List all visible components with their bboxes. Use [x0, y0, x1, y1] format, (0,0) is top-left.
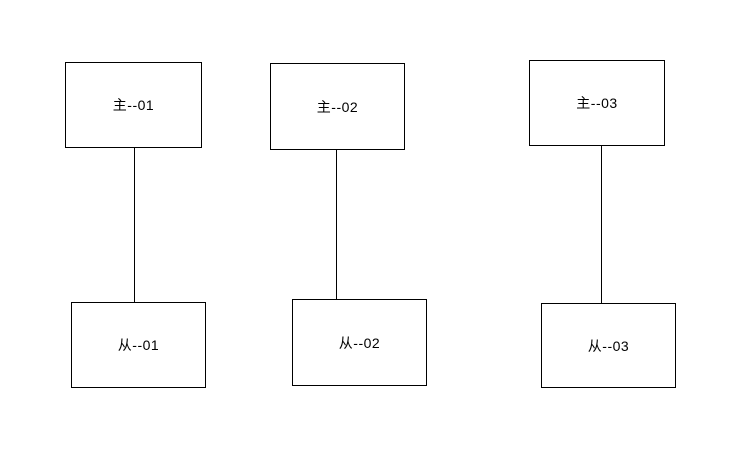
node-master-02-label: 主--02	[316, 98, 359, 115]
node-slave-02-label: 从--02	[338, 334, 381, 351]
connector-master-03-slave-03[interactable]	[601, 146, 602, 306]
node-slave-01-label: 从--01	[117, 337, 160, 353]
node-master-03-label: 主--03	[576, 95, 618, 111]
node-slave-03-label: 从--03	[587, 337, 630, 354]
node-master-01[interactable]: 主--01	[65, 62, 202, 148]
node-slave-01[interactable]: 从--01	[71, 302, 206, 388]
node-master-01-label: 主--01	[112, 97, 155, 113]
node-slave-02[interactable]: 从--02	[292, 299, 427, 386]
node-master-03[interactable]: 主--03	[529, 60, 665, 146]
connector-master-01-slave-01[interactable]	[134, 148, 135, 305]
node-slave-03[interactable]: 从--03	[541, 303, 676, 388]
node-master-02[interactable]: 主--02	[270, 63, 405, 150]
connector-master-02-slave-02[interactable]	[336, 150, 337, 302]
